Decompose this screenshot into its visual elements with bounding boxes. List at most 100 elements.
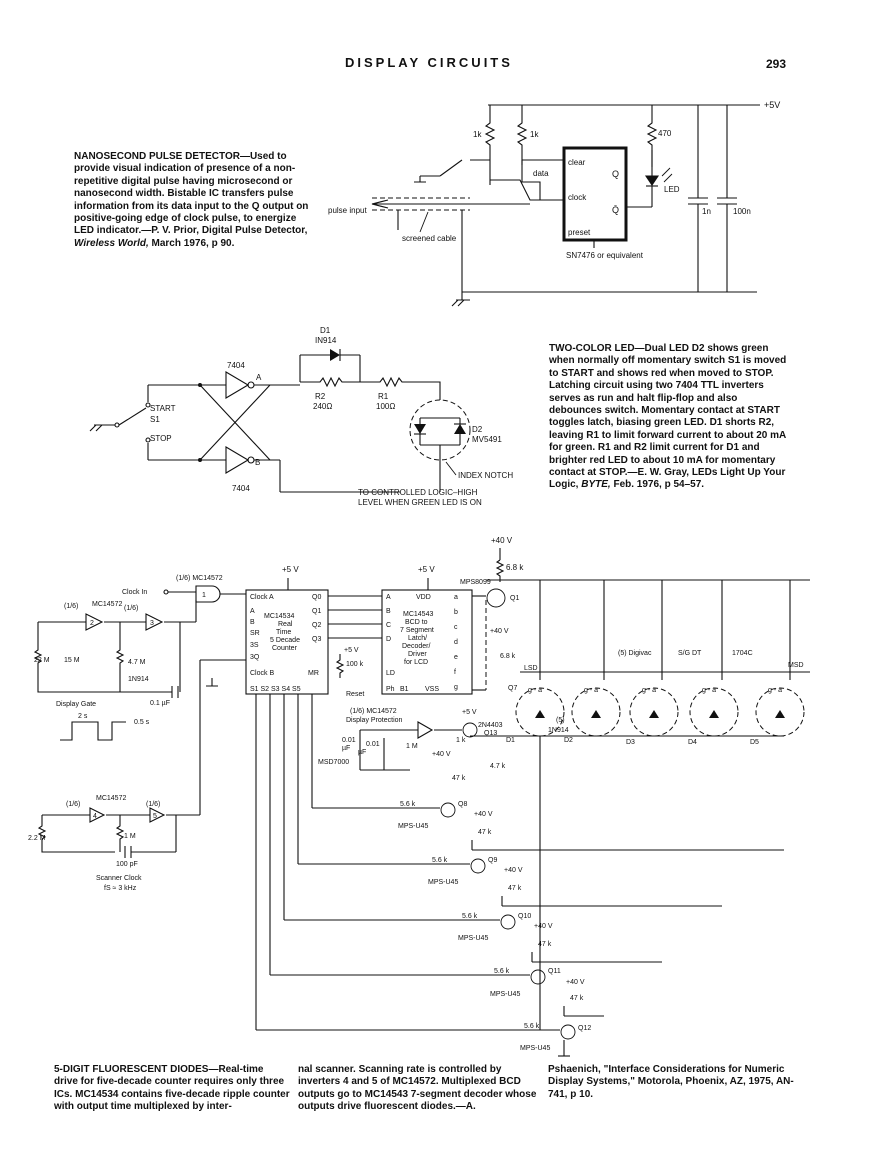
pin-clock-b: Clock B xyxy=(250,670,274,677)
supply-label: +5V xyxy=(764,100,780,110)
caption-fluorescent-col3: Pshaenich, "Interface Considerations for… xyxy=(548,1064,794,1100)
ground-icon xyxy=(414,176,426,183)
diode-label: D4 xyxy=(688,739,697,746)
pin-b: B xyxy=(386,608,391,615)
seg-label: g - a xyxy=(768,687,782,694)
pin-seg-d: d xyxy=(454,639,458,646)
q-part: MPS-U45 xyxy=(520,1045,550,1052)
cap-01: 0.1 µF xyxy=(150,700,170,707)
d-1n914: 1N914 xyxy=(128,676,149,683)
mc14572-label: MC14572 xyxy=(92,601,122,608)
supply-5v-small: +5 V xyxy=(462,709,477,716)
gate-label: 7404 xyxy=(227,361,245,370)
pin-q3: Q3 xyxy=(312,636,321,643)
r1-value: 100Ω xyxy=(376,402,395,411)
led-label: LED xyxy=(664,185,680,194)
pin-seg-e: e xyxy=(454,654,458,661)
notch-label: INDEX NOTCH xyxy=(458,471,513,480)
page-number: 293 xyxy=(766,57,787,71)
cap-label: 100n xyxy=(733,207,751,216)
sixth-label: (1/6) xyxy=(64,603,78,610)
r-47m: 4.7 M xyxy=(128,659,146,666)
r-56k: 5.6 k xyxy=(400,801,416,808)
cable-label: screened cable xyxy=(402,234,457,243)
q-label: Q8 xyxy=(458,801,467,808)
cap-001: 0.01 xyxy=(366,741,380,748)
svg-text:3: 3 xyxy=(150,620,154,627)
display-name: 1704C xyxy=(732,650,753,657)
gate-label: 7404 xyxy=(232,484,250,493)
r-47k: 47 k xyxy=(478,829,492,836)
clock-in-label: Clock In xyxy=(122,589,147,596)
caption-fluorescent-col2: nal scanner. Scanning rate is controlled… xyxy=(298,1064,537,1113)
ic-label: SN7476 or equivalent xyxy=(566,251,644,260)
caption-pulse-detector: NANOSECOND PULSE DETECTOR—Used to provid… xyxy=(74,151,314,250)
ground-icon xyxy=(451,299,470,307)
q-label: Q12 xyxy=(578,1025,591,1032)
caption-body: —Used to provide visual indication of pr… xyxy=(74,151,309,237)
pin-seg-g: g xyxy=(454,684,458,691)
r-56k: 5.6 k xyxy=(432,857,448,864)
r-label: 470 xyxy=(658,129,672,138)
ic2-desc: for LCD xyxy=(404,659,428,666)
driver-q12: 5.6 k Q12 MPS-U45 xyxy=(256,1023,591,1057)
supply-40v: +40 V xyxy=(566,979,585,986)
ic2-desc: BCD to xyxy=(405,619,428,626)
caption-body: —Dual LED D2 shows green when normally o… xyxy=(549,343,787,491)
r-4k7: 4.7 k xyxy=(490,763,506,770)
q13-label: Q13 xyxy=(484,730,497,737)
pin-clear: clear xyxy=(568,158,586,167)
pin-preset: preset xyxy=(568,228,591,237)
q-part: MPS-U45 xyxy=(398,823,428,830)
note-line2: LEVEL WHEN GREEN LED IS ON xyxy=(358,498,482,507)
display-tube: g - a xyxy=(755,687,805,737)
gate-label: (1/6) MC14572 xyxy=(176,575,223,582)
ic-mc14543 xyxy=(381,589,473,695)
caption-title: TWO-COLOR LED xyxy=(549,343,635,354)
display-tube: g - a xyxy=(629,687,679,737)
sixth-label: (1/6) xyxy=(66,801,80,808)
r-1m: 1 M xyxy=(406,743,418,750)
ic1-desc: Counter xyxy=(272,645,298,652)
lsd-label: LSD xyxy=(524,665,538,672)
q7-label: Q7 xyxy=(508,685,517,692)
seg-label: g - a xyxy=(702,687,716,694)
inverter-6 xyxy=(417,721,434,739)
d2-label: D2 xyxy=(472,425,483,434)
display-protection-label: Display Protection xyxy=(346,717,403,724)
nand-gate xyxy=(195,585,221,603)
r-47k: 47 k xyxy=(570,995,584,1002)
r-22m: 22 M xyxy=(34,657,50,664)
driver-q11: 5.6 k Q11 MPS-U45 +40 V 47 k xyxy=(270,968,604,1017)
time-05s: 0.5 s xyxy=(134,719,150,726)
pin-d: D xyxy=(386,636,391,643)
note-line1: TO CONTROLLED LOGIC–HIGH xyxy=(358,488,478,497)
led-icon xyxy=(644,175,660,186)
seg-label: g - a xyxy=(642,687,656,694)
display-gate-label: Display Gate xyxy=(56,701,96,708)
r-6k8: 6.8 k xyxy=(506,563,524,572)
svg-text:1: 1 xyxy=(202,592,206,599)
supply-5v: +5 V xyxy=(418,565,435,574)
pin-seg-c: c xyxy=(454,624,458,631)
ic1-scan-pins: S1 S2 S3 S4 S5 xyxy=(250,686,301,693)
inverter-gate-top xyxy=(225,371,250,399)
msd7000-label: MSD7000 xyxy=(318,759,349,766)
r-100k: 100 k xyxy=(346,661,364,668)
pin-mr: MR xyxy=(308,670,319,677)
seg-label: g - a xyxy=(584,687,598,694)
ground-icon xyxy=(206,678,218,687)
r2-value: 240Ω xyxy=(313,402,332,411)
circuit-fluorescent-display: +40 V 6.8 k +5 V +5 V (1/6) MC14572 Cloc… xyxy=(28,536,810,1057)
scanner-freq: fS ≈ 3 kHz xyxy=(104,885,137,892)
led-red-icon xyxy=(454,424,466,434)
driver-q8: 5.6 k Q8 MPS-U45 +40 V 47 k xyxy=(312,801,784,851)
pin-b: B xyxy=(250,619,255,626)
transistor-q1 xyxy=(486,588,506,608)
pin-vss: VSS xyxy=(425,686,439,693)
scan-gate-label: MC14572 xyxy=(96,795,126,802)
supply-5v: +5 V xyxy=(282,565,299,574)
circuit-pulse-detector: +5V 1k 1k 470 clear data clock preset Q … xyxy=(328,100,780,307)
caption-date: March 1976, p 90. xyxy=(148,237,235,249)
